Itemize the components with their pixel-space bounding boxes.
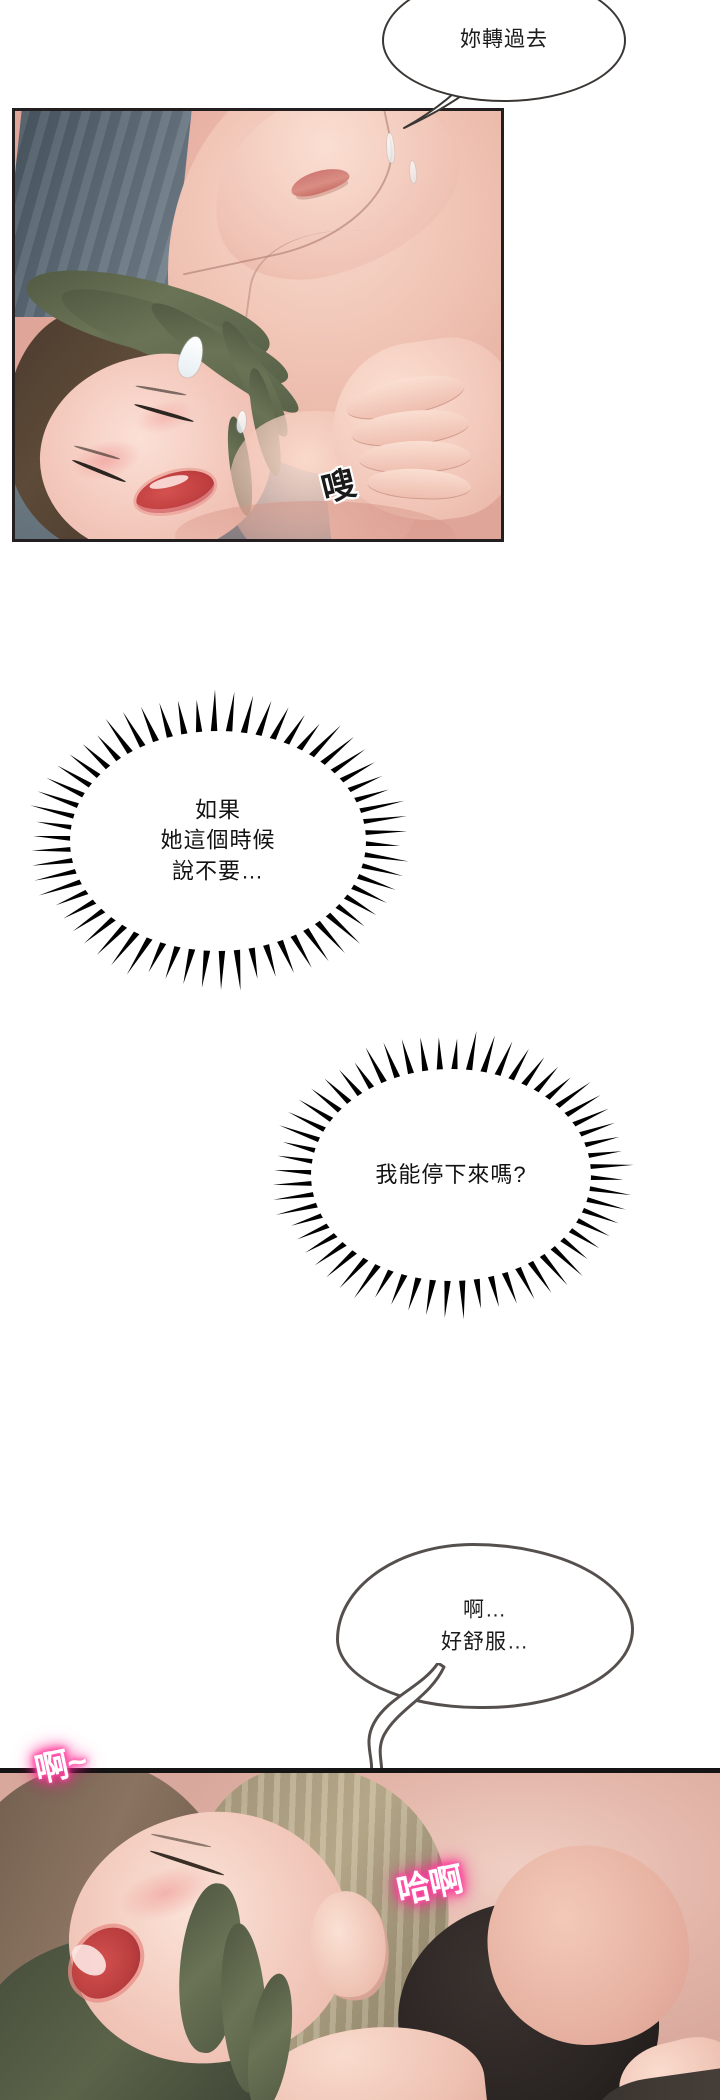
speech-bubble-bottom: 啊… 好舒服…	[334, 1543, 634, 1801]
speech-bubble-outline	[382, 0, 626, 102]
thought-bubble-text: 我能停下來嗎?	[375, 1161, 527, 1187]
thought-bubble-spikes	[272, 1031, 634, 1320]
speech-bubble-text: 妳轉過去	[460, 28, 548, 51]
thought-bubble-second: 我能停下來嗎?	[262, 1030, 640, 1320]
comic-panel-bottom	[0, 1768, 720, 2100]
speech-bubble-text: 啊… 好舒服…	[441, 1598, 529, 1654]
speech-bubble-outline	[336, 1543, 634, 1709]
thought-bubble-first: 如果 她這個時候 說不要…	[18, 689, 418, 992]
thought-bubble-text: 如果 她這個時候 說不要…	[160, 797, 276, 884]
thought-bubble-spikes	[30, 689, 409, 991]
speech-bubble-top: 妳轉過去	[382, 0, 626, 129]
comic-panel-top: 嗖	[12, 108, 504, 542]
